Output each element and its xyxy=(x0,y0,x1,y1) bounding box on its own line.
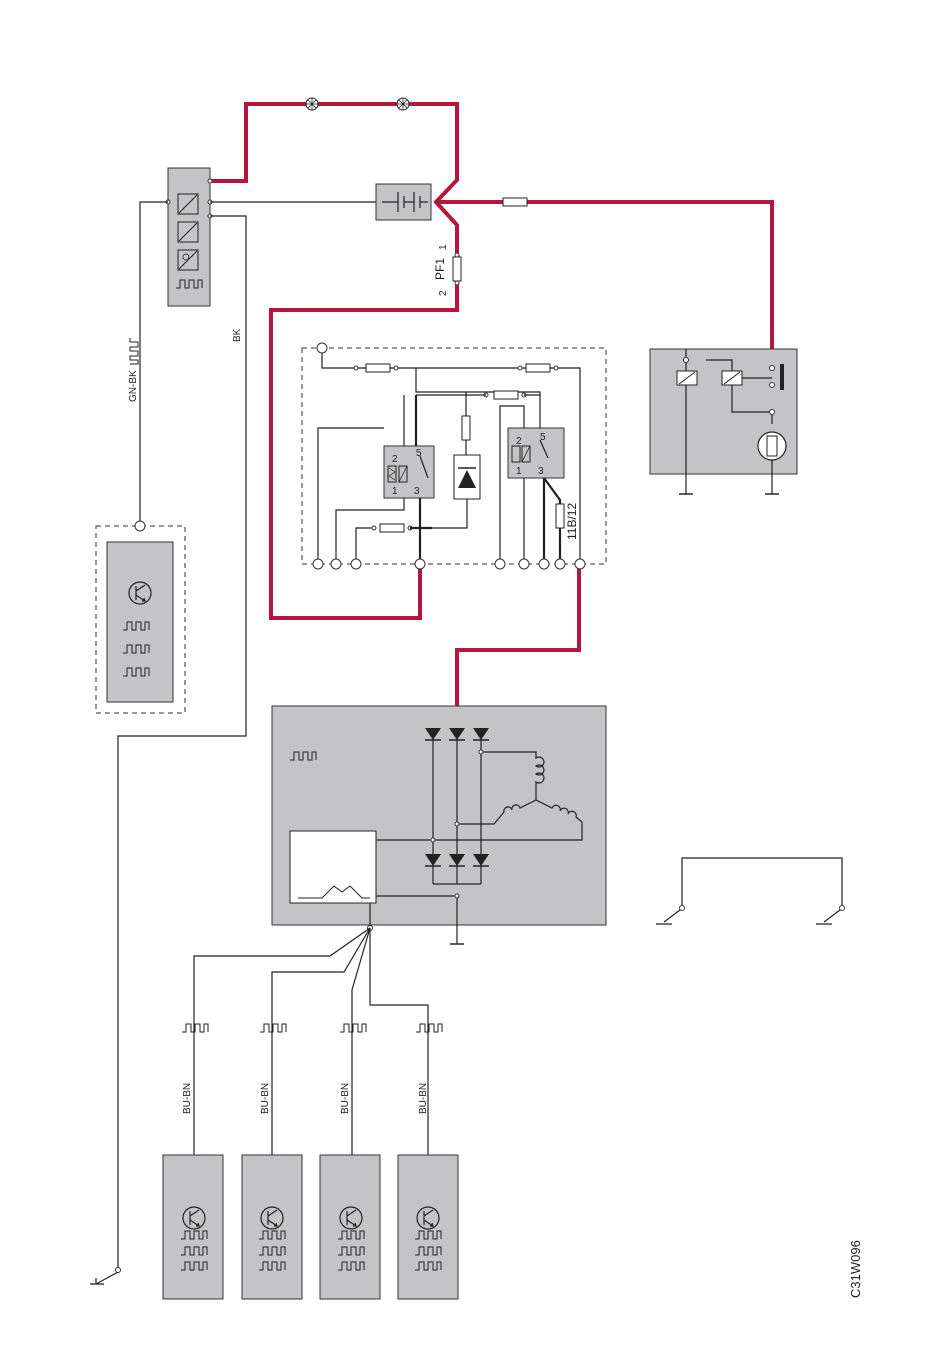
fuse-pf1 xyxy=(453,253,461,285)
fuse-pf1-pin2: 2 xyxy=(438,290,449,296)
relay2-pin5: 5 xyxy=(540,432,546,443)
alternator xyxy=(272,706,606,944)
relay1-pin3: 3 xyxy=(414,486,420,497)
module-2 xyxy=(242,1155,302,1299)
wire-label-bu-bn-3: BU-BN xyxy=(340,1083,351,1114)
relay1-pin1: 1 xyxy=(392,486,398,497)
wire-label-gn-bk: GN-BK xyxy=(128,370,139,402)
lamp-icon xyxy=(397,98,409,110)
fuse-11b12-label: 11B/12 xyxy=(565,503,579,540)
fuse-pf1-pin1: 1 xyxy=(438,244,449,250)
switch-icon xyxy=(90,1268,121,1285)
control-module xyxy=(166,168,212,306)
battery xyxy=(376,184,431,220)
fuse-pf1-label: PF1 xyxy=(433,258,447,280)
relay1-pin2: 2 xyxy=(392,454,398,465)
module-3 xyxy=(320,1155,380,1299)
bus-wires xyxy=(194,926,428,1156)
lamp-icon xyxy=(306,98,318,110)
wire-label-bu-bn-2: BU-BN xyxy=(260,1083,271,1114)
wire-label-bu-bn-4: BU-BN xyxy=(418,1083,429,1114)
wire-label-bk: BK xyxy=(232,328,243,342)
wire-label-bu-bn-1: BU-BN xyxy=(182,1083,193,1114)
fuse-icon xyxy=(503,198,527,206)
module-1 xyxy=(163,1155,223,1299)
drawing-code: C31W096 xyxy=(848,1240,863,1298)
starter-module xyxy=(650,349,797,494)
switch-pair xyxy=(656,858,845,924)
relay-box: 2 5 1 3 2 5 1 3 xyxy=(302,343,606,569)
relay1-pin5: 5 xyxy=(416,448,422,459)
relay2-pin1: 1 xyxy=(516,466,522,477)
relay2-pin3: 3 xyxy=(538,466,544,477)
relay2-pin2: 2 xyxy=(516,436,522,447)
sensor-module xyxy=(96,521,185,713)
module-4 xyxy=(398,1155,458,1299)
